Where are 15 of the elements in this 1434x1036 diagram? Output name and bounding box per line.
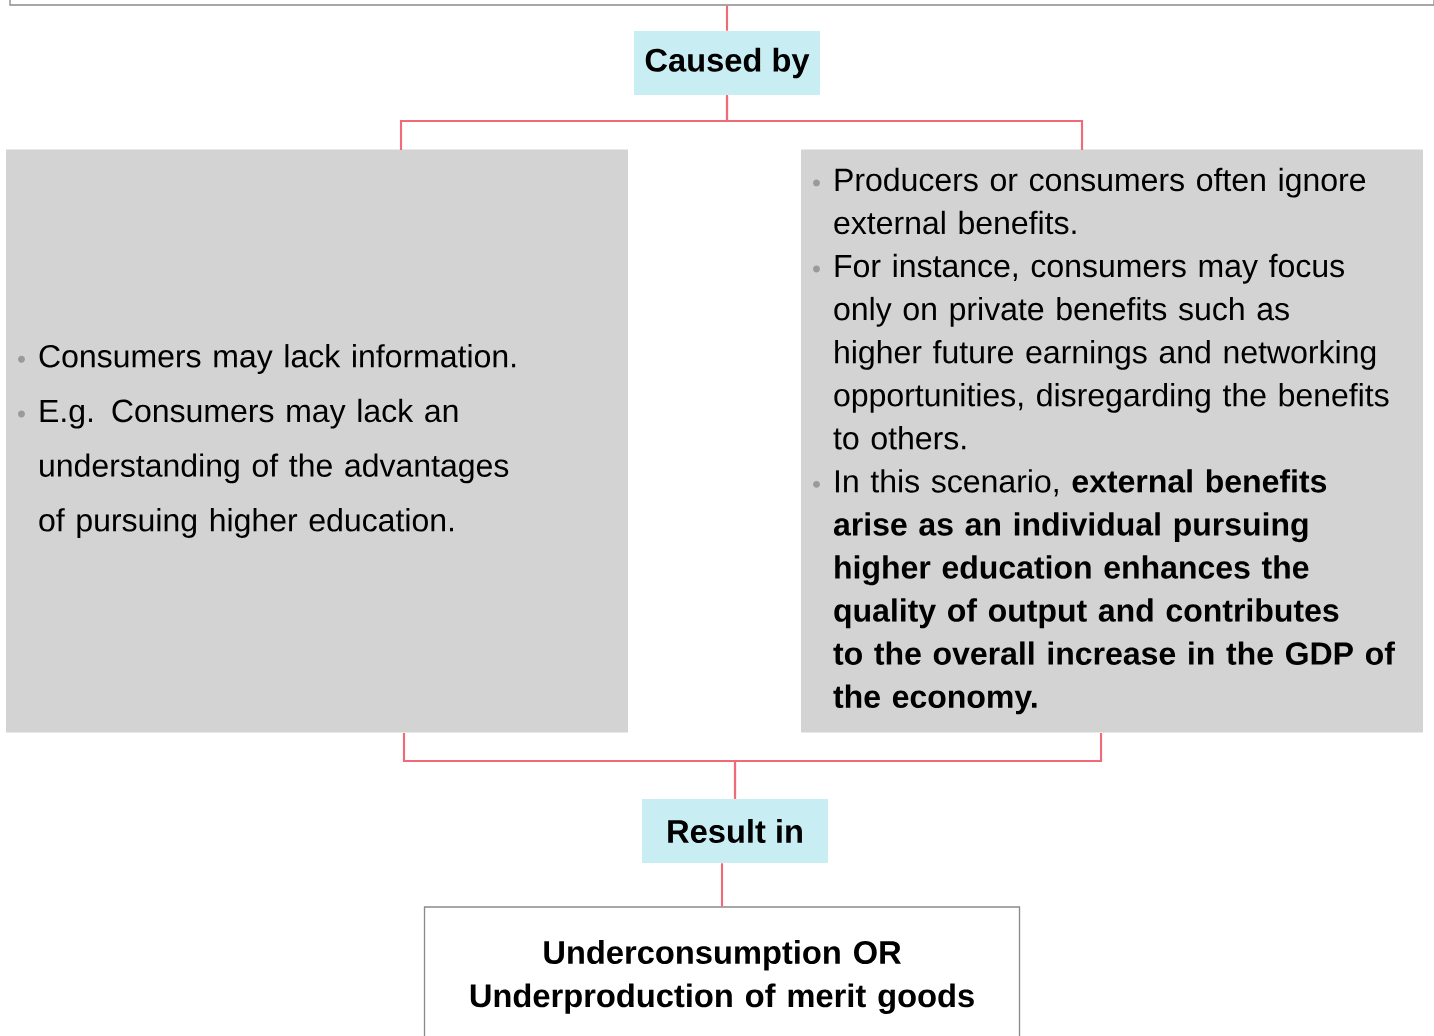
result-box: Underconsumption OR Underproduction of merit goods (423, 906, 1021, 1036)
list-text: In this scenario, external benefits arise as an individual pursuing higher education enhances the quality of output and contributes to the overall increase in the GDP of the economy. (833, 469, 1395, 715)
connector-line (725, 5, 729, 31)
list-text: Consumers may lack information. (39, 344, 516, 374)
list-text: For instance, consumers may focus only on private benefits such as higher future earnings and networking opportunities, disregarding the benefits to others. (833, 253, 1389, 450)
label-box: Caused by (634, 31, 820, 95)
list-text: Producers or consumers often ignore external benefits. (834, 167, 1366, 235)
text-panel (801, 149, 1423, 733)
connector-line (733, 733, 1103, 799)
label-box: Result in (642, 799, 828, 863)
list-text: E.g. Consumers may lack an understanding of the advantages of pursuing higher education. (39, 398, 509, 538)
connector-line (725, 95, 1084, 150)
connector-line (720, 863, 724, 907)
text-panel (6, 149, 628, 733)
frame-box (9, 0, 1434, 6)
